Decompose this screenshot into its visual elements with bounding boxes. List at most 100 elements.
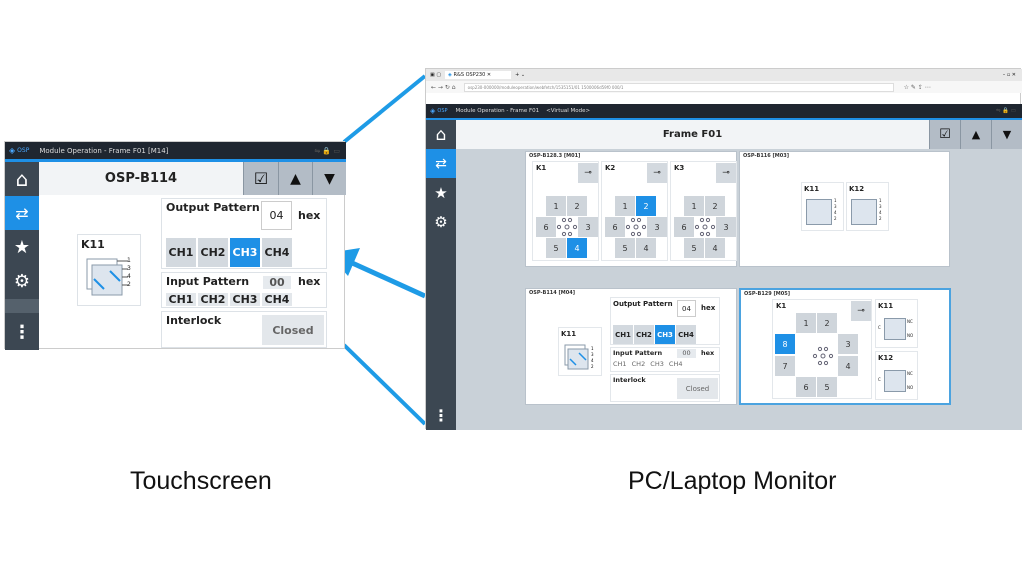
module-operation-icon[interactable]: ⇄ bbox=[426, 149, 456, 178]
output-pattern-input[interactable]: 04 bbox=[677, 300, 696, 317]
more-menu-icon[interactable]: ⋮ bbox=[433, 405, 449, 425]
up-button[interactable]: ▲ bbox=[278, 162, 312, 195]
relay-name: K1 bbox=[536, 164, 547, 172]
output-ch1-button[interactable]: CH1 bbox=[613, 325, 633, 344]
output-pattern-input[interactable]: 04 bbox=[261, 201, 292, 230]
nav-icons[interactable]: ← → ↻ ⌂ bbox=[431, 83, 456, 91]
pin-label-no: NO bbox=[907, 385, 914, 390]
output-ch1-button[interactable]: CH1 bbox=[166, 238, 196, 267]
relay-position-4-button[interactable]: 4 bbox=[705, 238, 725, 258]
triangle-down-icon: ▼ bbox=[324, 170, 335, 187]
relay-position-8-button[interactable]: 8 bbox=[775, 334, 795, 354]
new-tab-icon[interactable]: + ⌄ bbox=[515, 72, 526, 78]
relay-position-7-button[interactable]: 7 bbox=[775, 356, 795, 376]
osp-logo-icon: ◈ bbox=[430, 107, 436, 115]
address-bar[interactable]: osp230-000000/moduleoperation/webfetch/1… bbox=[463, 82, 894, 92]
relay-position-2-button[interactable]: 2 bbox=[636, 196, 656, 216]
relay-position-6-button[interactable]: 6 bbox=[674, 217, 694, 237]
pin-label: 3 bbox=[127, 265, 131, 272]
relay-position-6-button[interactable]: 6 bbox=[796, 377, 816, 397]
relay-position-1-button[interactable]: 1 bbox=[546, 196, 566, 216]
relay-position-3-button[interactable]: 3 bbox=[838, 334, 858, 354]
star-icon[interactable]: ★ bbox=[13, 236, 31, 258]
relay-position-1-button[interactable]: 1 bbox=[796, 313, 816, 333]
module-title: OSP-B129 [M05] bbox=[744, 291, 790, 297]
module-title: OSP-B128.3 [M01] bbox=[529, 153, 581, 159]
window-controls[interactable]: – ▫ ✕ bbox=[1002, 72, 1016, 78]
down-button[interactable]: ▼ bbox=[312, 162, 346, 195]
interlock-button[interactable]: Closed bbox=[262, 315, 324, 345]
switch-toggle-icon[interactable]: ⊸ bbox=[578, 163, 598, 183]
sidebar: ⌂ ⇄ ★ ⚙ ⋮ bbox=[426, 120, 456, 430]
output-ch3-button[interactable]: CH3 bbox=[655, 325, 675, 344]
select-all-button[interactable]: ☑ bbox=[243, 162, 278, 195]
relay-position-1-button[interactable]: 1 bbox=[615, 196, 635, 216]
more-menu-icon[interactable]: ⋮ bbox=[13, 321, 31, 343]
relay-position-5-button[interactable]: 5 bbox=[546, 238, 566, 258]
relay-position-1-button[interactable]: 1 bbox=[684, 196, 704, 216]
output-unit: hex bbox=[298, 209, 321, 222]
relay-position-6-button[interactable]: 6 bbox=[536, 217, 556, 237]
output-ch3-button[interactable]: CH3 bbox=[230, 238, 260, 267]
spdt-switch-icon bbox=[884, 370, 906, 392]
gear-icon[interactable]: ⚙ bbox=[434, 212, 448, 231]
switch-toggle-icon[interactable]: ⊸ bbox=[716, 163, 736, 183]
output-ch4-button[interactable]: CH4 bbox=[262, 238, 292, 267]
browser-tab[interactable]: ◈ R&S OSP230 ✕ bbox=[445, 71, 512, 79]
pin-label: 4 bbox=[879, 210, 882, 215]
callout-arrow-line bbox=[348, 259, 427, 299]
gear-icon[interactable]: ⚙ bbox=[13, 270, 31, 292]
module-title: OSP-B116 [M03] bbox=[743, 153, 789, 159]
down-button[interactable]: ▼ bbox=[991, 120, 1022, 149]
triangle-up-icon: ▲ bbox=[290, 170, 301, 187]
star-icon[interactable]: ★ bbox=[434, 183, 448, 202]
output-ch2-button[interactable]: CH2 bbox=[634, 325, 654, 344]
pin-label: 4 bbox=[127, 273, 131, 280]
relay-k11[interactable]: K11 1 3 4 2 bbox=[77, 234, 141, 306]
relay-position-4-button[interactable]: 4 bbox=[636, 238, 656, 258]
browser-toolbar: ← → ↻ ⌂ osp230-000000/moduleoperation/we… bbox=[426, 81, 1022, 93]
switch-toggle-icon[interactable]: ⊸ bbox=[851, 301, 871, 321]
relay-position-3-button[interactable]: 3 bbox=[647, 217, 667, 237]
relay-position-6-button[interactable]: 6 bbox=[605, 217, 625, 237]
relay-position-3-button[interactable]: 3 bbox=[716, 217, 736, 237]
switch-toggle-icon[interactable]: ⊸ bbox=[647, 163, 667, 183]
relay-position-5-button[interactable]: 5 bbox=[817, 377, 837, 397]
switch-contacts-icon bbox=[812, 346, 834, 366]
pin-label: 1 bbox=[879, 198, 882, 203]
browser-tab-icons: ▣ ▢ bbox=[430, 72, 442, 78]
browser-action-icons[interactable]: ☆ ✎ ⇪ ⋯ bbox=[903, 83, 931, 91]
relay-position-4-button[interactable]: 4 bbox=[567, 238, 587, 258]
interlock-button[interactable]: Closed bbox=[677, 378, 718, 399]
relay-position-2-button[interactable]: 2 bbox=[817, 313, 837, 333]
up-button[interactable]: ▲ bbox=[960, 120, 991, 149]
tab-title: R&S OSP230 bbox=[453, 72, 486, 78]
relay-position-2-button[interactable]: 2 bbox=[705, 196, 725, 216]
pin-label: 1 bbox=[127, 257, 131, 264]
select-all-button[interactable]: ☑ bbox=[929, 120, 960, 149]
module-operation-icon[interactable]: ⇄ bbox=[5, 196, 39, 230]
output-ch2-button[interactable]: CH2 bbox=[198, 238, 228, 267]
relay-position-5-button[interactable]: 5 bbox=[684, 238, 704, 258]
relay-position-3-button[interactable]: 3 bbox=[578, 217, 598, 237]
input-ch3-indicator: CH3 bbox=[650, 360, 664, 368]
relay-position-5-button[interactable]: 5 bbox=[615, 238, 635, 258]
home-icon[interactable]: ⌂ bbox=[435, 124, 447, 145]
output-ch4-button[interactable]: CH4 bbox=[676, 325, 696, 344]
touchscreen-window: ◈ OSP Module Operation - Frame F01 [M14]… bbox=[4, 141, 346, 350]
relay-position-4-button[interactable]: 4 bbox=[838, 356, 858, 376]
input-pattern-value: 00 bbox=[263, 276, 291, 289]
relay-position-2-button[interactable]: 2 bbox=[567, 196, 587, 216]
home-icon[interactable]: ⌂ bbox=[15, 167, 29, 191]
